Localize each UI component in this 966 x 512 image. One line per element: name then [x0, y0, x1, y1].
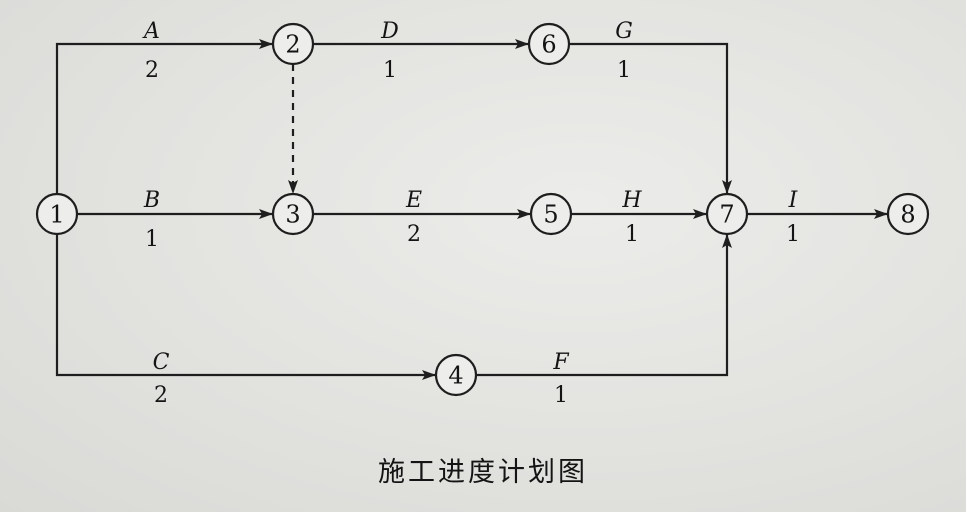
diagram-caption: 施工进度计划图: [378, 457, 588, 488]
event-node-circle: [705, 192, 749, 236]
event-node-label: 5: [543, 201, 558, 229]
event-node-circle: [271, 22, 315, 66]
event-node-4: 4: [434, 353, 478, 397]
activity-arrow-a: [55, 39, 273, 194]
activity-duration-d: 1: [383, 58, 397, 83]
activity-arrow-g: [569, 42, 732, 194]
event-node-circle: [35, 192, 79, 236]
activity-duration-g: 1: [617, 58, 631, 83]
event-node-circle: [271, 192, 315, 236]
activity-name-i: I: [788, 188, 799, 213]
event-node-label: 1: [49, 201, 64, 229]
activity-name-f: F: [552, 350, 569, 375]
event-node-circle: [886, 192, 930, 236]
activity-duration-i: 1: [786, 222, 800, 247]
event-node-1: 1: [35, 192, 79, 236]
event-node-2: 2: [271, 22, 315, 66]
activity-name-b: B: [143, 188, 160, 213]
event-node-label: 2: [285, 31, 300, 59]
event-node-6: 6: [527, 22, 571, 66]
event-node-3: 3: [271, 192, 315, 236]
activity-duration-h: 1: [625, 222, 639, 247]
activity-name-g: G: [615, 19, 633, 44]
event-node-circle: [527, 22, 571, 66]
activity-duration-a: 2: [145, 58, 159, 83]
event-node-5: 5: [529, 192, 573, 236]
activity-duration-e: 2: [407, 222, 421, 247]
edges-layer: [55, 39, 888, 380]
event-node-label: 4: [448, 362, 463, 390]
activity-duration-b: 1: [145, 227, 159, 252]
activity-name-h: H: [621, 188, 642, 213]
activity-arrow-c: [55, 234, 436, 380]
activity-name-e: E: [405, 188, 422, 213]
event-node-label: 6: [541, 31, 556, 59]
event-node-circle: [529, 192, 573, 236]
nodes-layer: 1 2 3 4 5 6 7 8: [35, 22, 930, 397]
event-node-8: 8: [886, 192, 930, 236]
activity-name-d: D: [380, 19, 399, 44]
event-node-circle: [434, 353, 478, 397]
event-node-label: 8: [900, 201, 915, 229]
activity-arrow-f: [476, 234, 732, 377]
event-node-7: 7: [705, 192, 749, 236]
activity-duration-c: 2: [154, 383, 168, 408]
activity-name-c: C: [153, 350, 170, 375]
activity-name-a: A: [142, 19, 160, 44]
event-node-label: 3: [285, 201, 300, 229]
event-node-label: 7: [719, 201, 734, 229]
activity-duration-f: 1: [554, 383, 568, 408]
